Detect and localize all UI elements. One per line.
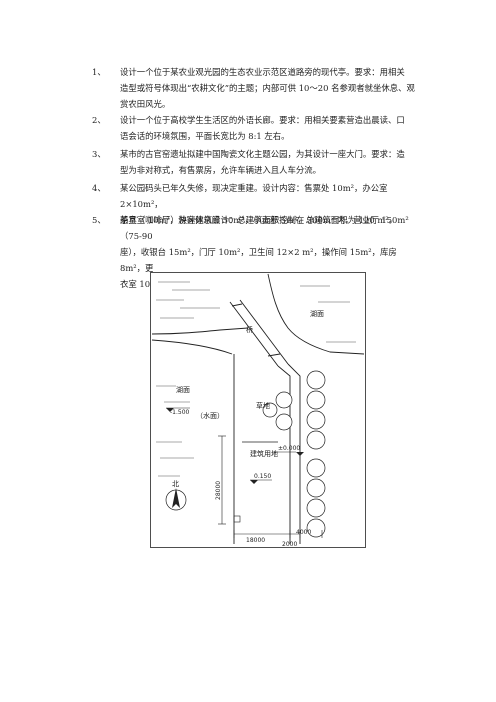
question-number: 2、 <box>92 115 106 125</box>
grass-label: 草地 <box>256 401 270 410</box>
shoreline <box>151 339 233 355</box>
question-5: 5、 茶室（咖啡厅）快速建筑设计：总建筑面积控制在 300m² 内。营业厅 15… <box>0 212 496 289</box>
dimension-vertical <box>218 435 226 525</box>
text-line: 设计一个位于高校学生生活区的外语长廊。要求：用相关要素营造出晨读、口 <box>120 115 405 125</box>
north-arrow-icon <box>165 488 187 511</box>
shoreline <box>151 327 249 335</box>
site-level-label: 0.150 <box>254 473 271 480</box>
dimension-bottom <box>233 530 323 538</box>
corner-mark <box>233 515 241 523</box>
text-line: 设计一个位于某农业观光园的生态农业示范区道路旁的现代亭。要求：用相关 <box>120 67 405 77</box>
water-note-label: （水面） <box>196 411 224 420</box>
site-label: 建筑用地 <box>250 449 278 458</box>
lake-left-label: 湖面 <box>176 385 190 394</box>
bridge-label: 桥 <box>246 325 253 334</box>
water-level-marker <box>166 407 190 412</box>
road-level-marker <box>272 451 304 456</box>
text-line: 某市的古官窑遗址拟建中国陶瓷文化主题公园，为其设计一座大门。要求：造 <box>120 149 405 159</box>
question-text: 设计一个位于某农业观光园的生态农业示范区道路旁的现代亭。要求：用相关 造型或符号… <box>120 64 418 112</box>
road-level-label: ±0.000 <box>278 445 300 452</box>
text-line: 座），收银台 15m²，门厅 10m²，卫生间 12×2 m²，操作间 15m²… <box>120 247 397 273</box>
site-level-marker <box>250 479 272 484</box>
question-1: 1、 设计一个位于某农业观光园的生态农业示范区道路旁的现代亭。要求：用相关 造型… <box>0 64 496 112</box>
plan-frame <box>150 272 366 548</box>
tree-row <box>262 370 326 538</box>
question-2: 2、 设计一个位于高校学生生活区的外语长廊。要求：用相关要素营造出晨读、口 语会… <box>0 112 496 144</box>
question-number: 3、 <box>92 149 106 159</box>
water-hatch <box>156 281 356 477</box>
question-number: 4、 <box>92 183 106 193</box>
dimension-site-width-label: 18000 <box>246 537 265 544</box>
text-line: 型为非对称式，有售票房，允许车辆进入且人车分流。 <box>120 165 321 175</box>
lake-top-label: 湖面 <box>310 309 324 318</box>
text-line: 赏农田风光。 <box>120 99 171 109</box>
text-line: 船具室 10m²，游客休息廊 50m²，小卖部 5m²，总建筑面积为 120 m… <box>120 215 398 225</box>
bridge <box>229 299 289 367</box>
text-line: 茶室（咖啡厅）快速建筑设计：总建筑面积控制在 300m² 内。营业厅 150m²… <box>120 215 409 241</box>
water-level-label: -1.500 <box>170 409 190 416</box>
shoreline <box>267 273 365 355</box>
road <box>277 363 301 544</box>
text-line: 某公园码头已年久失修，现决定重建。设计内容：售票处 10m²，办公室 2×10m… <box>120 183 388 209</box>
question-text: 某市的古官窑遗址拟建中国陶瓷文化主题公园，为其设计一座大门。要求：造 型为非对称… <box>120 146 418 178</box>
text-line: 语会话的环境氛围，平面长宽比为 8:1 左右。 <box>120 131 290 141</box>
question-number: 1、 <box>92 67 106 77</box>
dimension-road-width-label: 4000 <box>296 529 311 536</box>
question-4: 4、 某公园码头已年久失修，现决定重建。设计内容：售票处 10m²，办公室 2×… <box>0 180 496 225</box>
question-text: 设计一个位于高校学生生活区的外语长廊。要求：用相关要素营造出晨读、口 语会话的环… <box>120 112 418 144</box>
question-number: 5、 <box>92 215 106 225</box>
site-plan: 湖面 桥 湖面 -1.500 （水面） 草地 建筑用地 0.150 ±0.000… <box>150 272 366 548</box>
question-3: 3、 某市的古官窑遗址拟建中国陶瓷文化主题公园，为其设计一座大门。要求：造 型为… <box>0 146 496 178</box>
text-line: 造型或符号体现出“农耕文化”的主题；内部可供 10～20 名参观者就坐休息、观 <box>120 83 415 93</box>
dimension-vertical-label: 28000 <box>215 481 222 500</box>
dimension-bottom-label: 2000 <box>282 541 297 548</box>
question-text: 某公园码头已年久失修，现决定重建。设计内容：售票处 10m²，办公室 2×10m… <box>120 180 418 228</box>
north-label: 北 <box>172 480 179 488</box>
site-plan-drawing: 湖面 桥 湖面 -1.500 （水面） 草地 建筑用地 0.150 ±0.000… <box>150 272 366 548</box>
